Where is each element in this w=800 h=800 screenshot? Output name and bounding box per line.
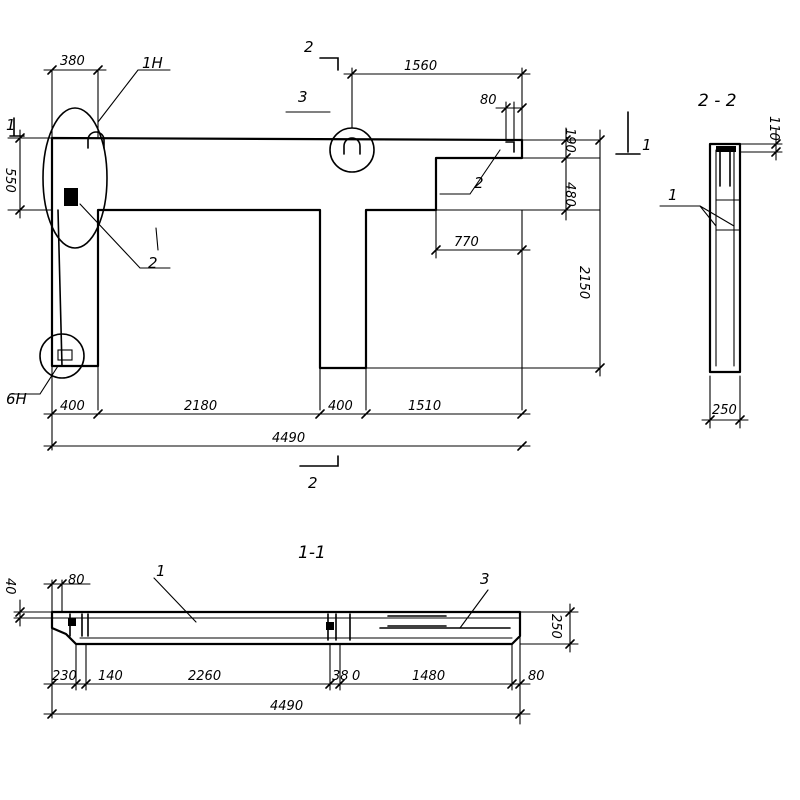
section-1-1-dim-0: 0	[352, 669, 360, 684]
dim-480: 480	[562, 182, 577, 207]
lifting-loop-1	[87, 131, 105, 149]
dim-80-top: 80	[480, 93, 497, 108]
dim-1510: 1510	[408, 399, 441, 414]
section-2-2-dim-110: 110	[766, 116, 781, 141]
section-2-2-inner	[715, 149, 741, 367]
rib-line	[57, 209, 63, 367]
section-1-1-dimlines	[19, 583, 571, 715]
section-2-2-ticks	[705, 139, 781, 425]
dim-1560: 1560	[404, 59, 437, 74]
panel-outline	[50, 136, 524, 370]
section-1-1-inner	[51, 617, 521, 639]
detail-3-circle	[329, 127, 375, 173]
section-1-1-title: 1-1	[298, 543, 326, 563]
section-1-1-dim-80-bottom: 80	[528, 669, 545, 684]
section-1-1-plate-left	[68, 618, 76, 626]
dim-550: 550	[2, 168, 17, 193]
dim-380: 380	[60, 54, 85, 69]
dim-770: 770	[454, 235, 479, 250]
callout-2-right: 2	[474, 174, 484, 192]
section-1-1-dim-140: 140	[98, 669, 123, 684]
section-1-1-dim-4490: 4490	[270, 699, 303, 714]
embedded-plate-2	[64, 188, 78, 206]
dimension-lines	[19, 69, 601, 447]
section-1-1-dim-80-top: 80	[68, 573, 85, 588]
section-1-1-mark-3: 3	[480, 570, 490, 588]
section-1-1-dim-250: 250	[548, 614, 563, 639]
section-1-1-ticks	[15, 579, 575, 719]
section-1-1-leaders	[153, 577, 489, 629]
section-2-2-mark-1: 1	[668, 186, 678, 204]
section-2-2-bars	[719, 151, 731, 187]
section-1-1-mark-1: 1	[156, 562, 166, 580]
dim-400-mid: 400	[328, 399, 353, 414]
section-1-1-rebar	[379, 615, 511, 629]
node-1n-circle	[42, 107, 108, 249]
section-1-marker-left	[9, 117, 25, 137]
section-2-2-dim	[701, 129, 783, 429]
section-2-2-top-detail	[716, 146, 736, 152]
dim-4490-plan: 4490	[272, 431, 305, 446]
callout-1n: 1Н	[142, 54, 163, 72]
section-2-label-bottom: 2	[308, 474, 318, 492]
dim-2150: 2150	[576, 266, 591, 299]
section-2-2-leader	[659, 205, 735, 227]
dim-400-left: 400	[60, 399, 85, 414]
section-1-label-right: 1	[642, 136, 652, 154]
dimension-ticks	[15, 65, 605, 451]
section-1-label-left: 1	[6, 116, 16, 134]
dim-2180: 2180	[184, 399, 217, 414]
section-1-1-dim-230: 230	[52, 669, 77, 684]
section-2-label-top: 2	[304, 38, 314, 56]
extension-lines	[7, 67, 601, 451]
section-2-marker-bottom	[299, 455, 339, 467]
callout-2-left: 2	[148, 254, 158, 272]
section-1-1-dim-40: 40	[2, 578, 17, 595]
callout-3: 3	[298, 88, 308, 106]
leader-lines	[9, 69, 501, 395]
section-1-1: 1-1 1 3 40 80 250 230 140 2260 38 0 1480…	[2, 543, 579, 725]
callout-6n: 6Н	[6, 390, 27, 408]
section-1-marker-right	[615, 111, 641, 155]
section-2-2-body	[708, 142, 742, 374]
section-1-1-dim-38: 38	[332, 669, 349, 684]
section-1-1-dim-1480: 1480	[412, 669, 445, 684]
section-1-1-dim-2260: 2260	[188, 669, 221, 684]
node-6n-circle	[39, 333, 85, 379]
section-1-1-extension	[13, 579, 579, 725]
lifting-loop-3	[343, 137, 361, 155]
section-2-cut	[155, 227, 159, 251]
anchor-right	[505, 141, 515, 153]
plan-view: 380 1560 80 190 550 480 770 2150 400 218…	[2, 38, 652, 492]
embedded-plate-6n	[57, 349, 73, 361]
section-1-1-plate-mid	[326, 622, 334, 630]
section-2-2-title: 2 - 2	[698, 91, 737, 111]
dim-190: 190	[562, 128, 577, 153]
section-2-2: 2 - 2 110 250 1	[659, 91, 783, 429]
section-2-marker-top	[319, 57, 339, 71]
section-2-2-dim-250: 250	[712, 403, 737, 418]
